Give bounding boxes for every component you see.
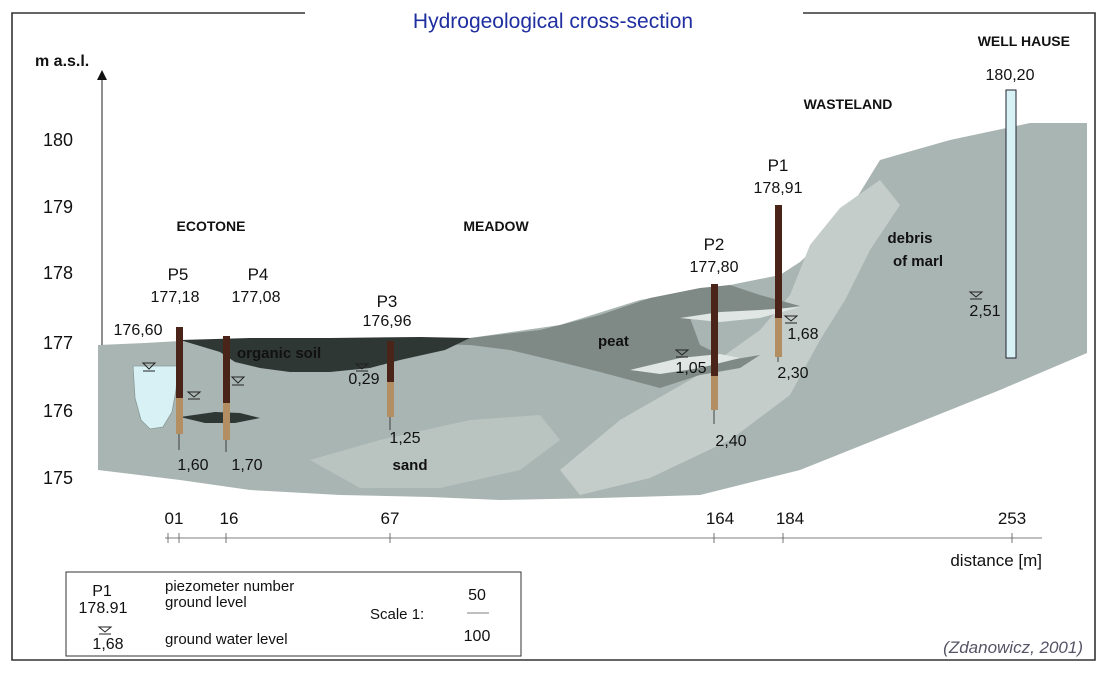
citation: (Zdanowicz, 2001) bbox=[943, 638, 1083, 657]
depth-p1: 2,30 bbox=[777, 365, 808, 382]
water-marker-well bbox=[968, 291, 984, 300]
water-value-p2: 1,05 bbox=[675, 360, 706, 377]
y-axis-arrow bbox=[97, 70, 107, 80]
legend-piezometer-text: piezometer number bbox=[165, 578, 294, 595]
legend-box bbox=[65, 571, 522, 657]
water-value-well: 2,51 bbox=[969, 303, 1000, 320]
depth-p2: 2,40 bbox=[715, 433, 746, 450]
water-marker-p1 bbox=[783, 315, 799, 324]
piezometer-ground-p2: 177,80 bbox=[690, 259, 739, 276]
label-organic-soil: organic soil bbox=[237, 345, 321, 362]
legend-example-level: 178.91 bbox=[79, 600, 128, 617]
legend-water-text: ground water level bbox=[165, 631, 288, 648]
y-tick-176: 176 bbox=[43, 401, 73, 421]
diagram-title: Hydrogeological cross-section bbox=[413, 10, 693, 33]
zone-meadow: MEADOW bbox=[463, 218, 529, 234]
y-tick-180: 180 bbox=[43, 130, 73, 150]
water-marker-p4 bbox=[230, 376, 246, 386]
outer-frame bbox=[11, 12, 1096, 661]
legend: P1 178.91 piezometer number ground level… bbox=[65, 571, 522, 657]
legend-scale-top: 50 bbox=[468, 587, 486, 604]
piezometer-id-p1: P1 bbox=[768, 156, 789, 175]
x-tick-253: 253 bbox=[998, 509, 1026, 528]
x-axis: 01 16 67 164 184 253 distance [m] bbox=[165, 509, 1042, 570]
water-marker-lake bbox=[141, 362, 157, 372]
piezometer-ground-p3: 176,96 bbox=[363, 313, 412, 330]
label-of-marl: of marl bbox=[893, 253, 943, 270]
zone-well-house: WELL HAUSE bbox=[978, 33, 1070, 49]
legend-scale-label: Scale 1: bbox=[370, 606, 424, 623]
y-tick-175: 175 bbox=[43, 468, 73, 488]
pipe-p1 bbox=[775, 205, 782, 357]
legend-water-marker bbox=[97, 626, 113, 635]
pipe-p4-screen bbox=[223, 403, 230, 440]
water-marker-p5 bbox=[186, 391, 202, 400]
organic-soil-lens bbox=[180, 412, 260, 423]
piezometer-ground-p5: 177,18 bbox=[151, 289, 200, 306]
depth-p5: 1,60 bbox=[177, 457, 208, 474]
sand-layer bbox=[98, 123, 1087, 500]
y-tick-178: 178 bbox=[43, 263, 73, 283]
x-axis-label: distance [m] bbox=[950, 551, 1042, 570]
organic-soil-layer bbox=[180, 337, 470, 372]
label-sand: sand bbox=[392, 457, 427, 474]
piezometer-id-p4: P4 bbox=[248, 265, 269, 284]
legend-example-water: 1,68 bbox=[92, 636, 123, 653]
pipe-p4 bbox=[223, 336, 230, 440]
water-value-p1: 1,68 bbox=[787, 326, 818, 343]
water-level-markers bbox=[141, 291, 984, 400]
depth-p3: 1,25 bbox=[389, 430, 420, 447]
label-peat: peat bbox=[598, 333, 629, 350]
y-axis-label: m a.s.l. bbox=[35, 53, 89, 70]
zone-ecotone: ECOTONE bbox=[177, 218, 246, 234]
x-tick-164: 164 bbox=[706, 509, 734, 528]
water-marker-p3 bbox=[354, 363, 370, 372]
peat-lens-upper bbox=[680, 307, 800, 322]
piezometer-id-p2: P2 bbox=[704, 235, 725, 254]
y-tick-179: 179 bbox=[43, 197, 73, 217]
water-lake-surface: 176,60 bbox=[114, 322, 163, 339]
x-tick-184: 184 bbox=[776, 509, 804, 528]
legend-example-id: P1 bbox=[92, 583, 112, 600]
soil-profile bbox=[98, 123, 1087, 500]
water-marker-p2 bbox=[674, 349, 690, 358]
wasteland-layer bbox=[560, 180, 900, 495]
pipe-p1-screen bbox=[775, 318, 782, 357]
legend-scale-bottom: 100 bbox=[464, 628, 491, 645]
water-value-p3: 0,29 bbox=[348, 371, 379, 388]
well-house-column bbox=[1005, 89, 1017, 359]
piezometer-ground-p1: 178,91 bbox=[754, 180, 803, 197]
piezometer-id-p5: P5 bbox=[168, 265, 189, 284]
pipe-p5-screen bbox=[176, 398, 183, 434]
depth-p4: 1,70 bbox=[231, 457, 262, 474]
legend-ground-text: ground level bbox=[165, 594, 247, 611]
pipe-p3-screen bbox=[387, 382, 394, 417]
well-ground-level: 180,20 bbox=[986, 67, 1035, 84]
piezometer-id-p3: P3 bbox=[377, 292, 398, 311]
y-tick-177: 177 bbox=[43, 333, 73, 353]
piezometer-pipes bbox=[176, 205, 782, 440]
depth-leaders bbox=[178, 357, 779, 452]
label-debris: debris bbox=[887, 230, 932, 247]
x-tick-67: 67 bbox=[381, 509, 400, 528]
pipe-p2 bbox=[711, 284, 718, 410]
pipe-p3 bbox=[387, 341, 394, 417]
y-axis: m a.s.l. 180 179 178 177 176 175 bbox=[35, 53, 107, 488]
piezometer-ground-p4: 177,08 bbox=[232, 289, 281, 306]
sand-lens bbox=[310, 415, 560, 488]
x-tick-01: 01 bbox=[165, 509, 184, 528]
pipe-p2-screen bbox=[711, 376, 718, 410]
zone-wasteland: WASTELAND bbox=[804, 96, 893, 112]
pipe-p5 bbox=[176, 327, 183, 434]
x-tick-16: 16 bbox=[220, 509, 239, 528]
